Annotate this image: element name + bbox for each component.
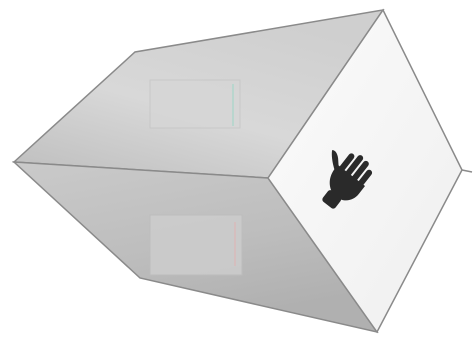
top-face-panel [150, 80, 240, 128]
bottom-face-panel [150, 215, 242, 275]
edge-tick [462, 170, 472, 172]
